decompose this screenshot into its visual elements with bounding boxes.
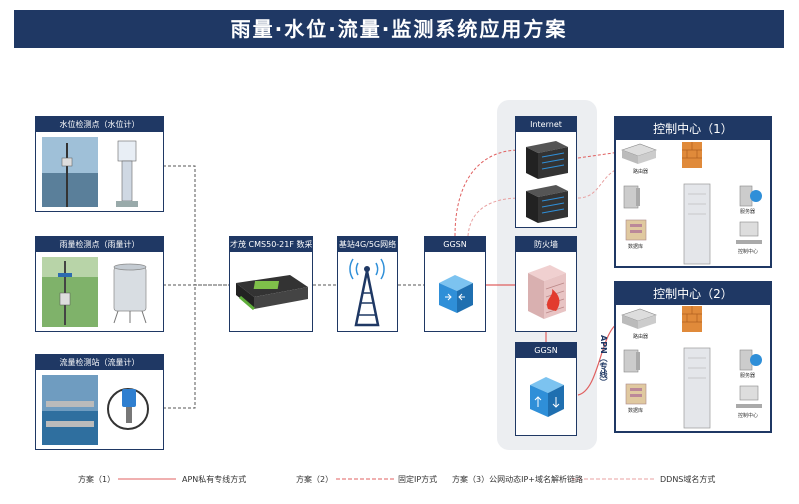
globe-server-icon [739, 349, 762, 371]
collector-title: 才茂 CMS50-21F 数采仪 [230, 237, 312, 252]
legend-desc-1: APN私有专线方式 [182, 475, 247, 484]
legend-label-2: 方案（2） [296, 475, 334, 484]
computer-icon [736, 385, 762, 408]
collector-image [236, 275, 308, 311]
legend-label-3: 方案（3）公网动态IP+域名解析链路 [452, 475, 583, 484]
base-station: 基站4G/5G网络 [337, 236, 398, 332]
server-label: 服务器 [740, 373, 756, 379]
ggsn-right: GGSN [515, 342, 577, 436]
legend-desc-2: 固定IP方式 [398, 475, 438, 484]
control-center-title: 控制中心（2） [616, 283, 770, 305]
internet-node: Internet [515, 116, 577, 228]
client-label: 控制中心 [738, 249, 759, 255]
station-title: 流量检测站（流量计） [36, 355, 163, 370]
router-label: 路由器 [633, 334, 649, 340]
server-rack-icon [526, 141, 568, 223]
data-collector: 才茂 CMS50-21F 数采仪 [229, 236, 313, 332]
page-title: 雨量·水位·流量·监测系统应用方案 [14, 10, 784, 48]
database-label: 数据库 [628, 244, 644, 250]
ggsn-internet-link-1 [454, 149, 521, 237]
station-title: 水位检测点（水位计） [36, 117, 163, 132]
router-icon [621, 308, 657, 329]
database-icon [625, 219, 647, 241]
basestation-title: 基站4G/5G网络 [338, 237, 397, 252]
station-water-level: 水位检测点（水位计） [35, 116, 164, 212]
database-icon [625, 383, 647, 405]
globe-server-icon [739, 185, 762, 207]
server-icon [623, 185, 640, 209]
router-label: 路由器 [633, 169, 649, 175]
client-label: 控制中心 [738, 413, 759, 419]
control-center-title: 控制中心（1） [616, 118, 770, 140]
central-server-tower-icon [683, 347, 711, 429]
rainfall-image [42, 257, 147, 327]
computer-icon [736, 221, 762, 244]
internet-cc1-link-1 [577, 151, 621, 159]
firewall-icon [528, 265, 566, 319]
firewall-brick-icon [682, 306, 702, 332]
server-label: 服务器 [740, 209, 756, 215]
firewall-title: 防火墙 [516, 237, 576, 252]
ggsn-cube-icon [530, 377, 564, 417]
station-title: 雨量检测点（雨量计） [36, 237, 163, 252]
ggsn-internet-link-2 [467, 197, 521, 237]
central-server-tower-icon [683, 183, 711, 265]
ggsn-left: GGSN [424, 236, 486, 332]
firewall-brick-icon [682, 142, 702, 168]
station-link-3 [163, 285, 196, 409]
legend-label-1: 方案（1） [78, 475, 116, 484]
router-icon [621, 143, 657, 164]
ggsn-cube-icon [439, 275, 473, 313]
station-link-1 [163, 165, 229, 286]
ggsn-title: GGSN [516, 343, 576, 358]
apn-label: APN（专线） [599, 335, 608, 386]
flow-image [42, 375, 149, 445]
tower-icon [349, 258, 385, 327]
station-rainfall: 雨量检测点（雨量计） [35, 236, 164, 332]
firewall: 防火墙 [515, 236, 577, 332]
legend-desc-3: DDNS域名方式 [660, 475, 716, 484]
server-rack-2 [526, 185, 568, 223]
station-flow: 流量检测站（流量计） [35, 354, 164, 450]
internet-title: Internet [516, 117, 576, 132]
ggsn-title: GGSN [425, 237, 485, 252]
server-rack-1 [526, 141, 568, 179]
server-icon [623, 349, 640, 373]
water-level-image [42, 137, 138, 207]
database-label: 数据库 [628, 408, 644, 414]
